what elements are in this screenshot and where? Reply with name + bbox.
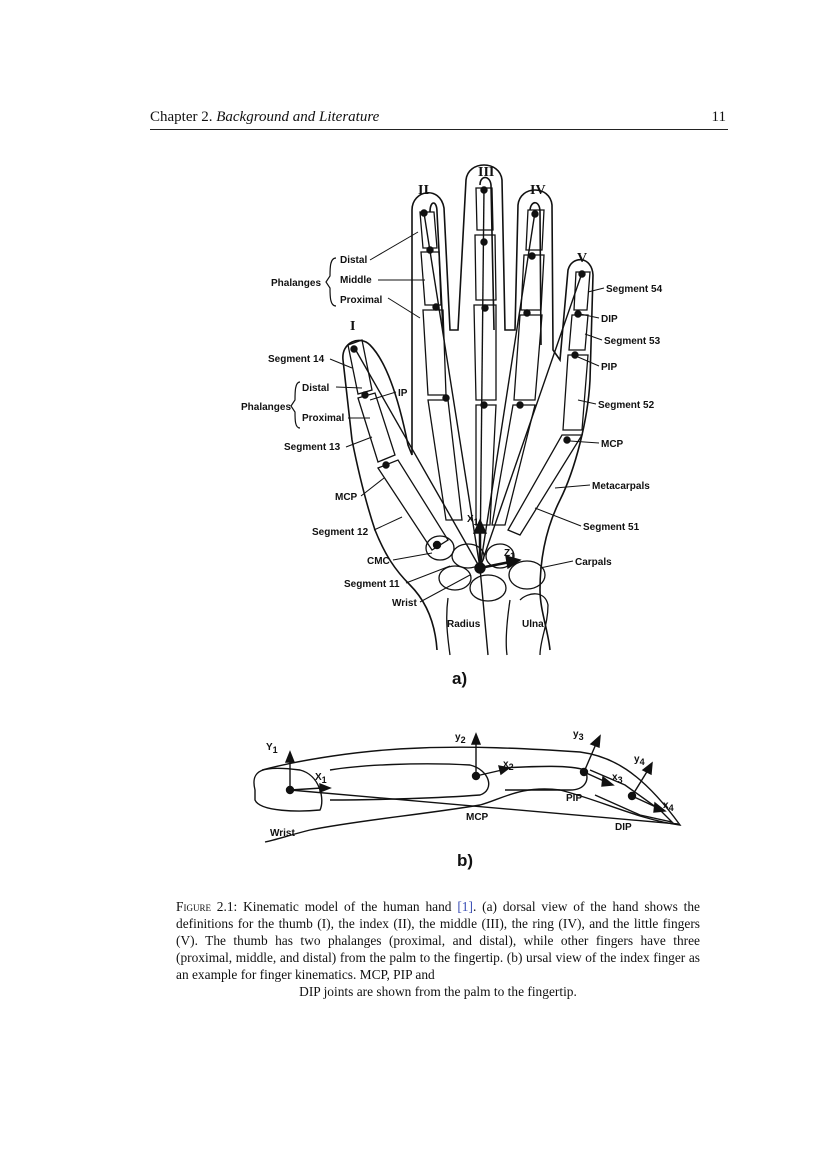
leader-segment-12 [373, 516, 403, 531]
citation-link[interactable]: [1] [457, 899, 473, 914]
leader-thumb-distal [335, 386, 363, 389]
label-ulna: Ulna [522, 619, 544, 630]
label-z1-axis: Z1 [504, 548, 515, 561]
panel-a-label: a) [452, 669, 467, 688]
finger-label-i: I [350, 319, 355, 334]
label-y1-axis: Y1 [266, 742, 278, 755]
leader-carpals [539, 560, 574, 569]
header-rule [150, 129, 728, 130]
leader-metacarpals [554, 484, 591, 489]
finger-label-iii: III [478, 165, 494, 180]
caption-text-rest: . (a) dorsal view of the hand shows the … [176, 899, 700, 982]
label-segment-51: Segment 51 [583, 522, 640, 533]
label-segment-13: Segment 13 [284, 442, 341, 453]
figure-caption: Figure 2.1: Kinematic model of the human… [176, 898, 700, 1000]
label-radius: Radius [447, 619, 481, 630]
label-y2-axis: y2 [455, 732, 466, 745]
label-x1-axis-b: X1 [315, 772, 327, 785]
panel-a-labels: II III IV V I Distal Middle Proximal Pha… [241, 165, 663, 688]
leader-ip [369, 391, 397, 401]
label-phalanges: Phalanges [271, 278, 321, 289]
label-segment-12: Segment 12 [312, 527, 369, 538]
leader-mcp-right [569, 440, 600, 444]
leader-pip [577, 356, 600, 367]
caption-label: Figure 2.1: [176, 899, 238, 914]
label-middle: Middle [340, 275, 372, 286]
label-x2-axis: x2 [503, 759, 514, 772]
leader-segment-13 [345, 436, 373, 448]
label-proximal: Proximal [340, 295, 382, 306]
leader-segment-52 [577, 399, 597, 405]
label-pip: PIP [601, 362, 617, 373]
chapter-heading: Chapter 2. Background and Literature [150, 109, 379, 126]
label-mcp-thumb: MCP [335, 492, 358, 503]
label-mcp-right: MCP [601, 439, 624, 450]
running-header: Chapter 2. Background and Literature 11 [150, 109, 728, 131]
label-distal: Distal [340, 255, 367, 266]
label-cmc: CMC [367, 556, 390, 567]
leader-segment-11 [405, 565, 451, 584]
label-y4-axis: y4 [634, 754, 645, 767]
leader-dip [579, 313, 600, 319]
label-carpals: Carpals [575, 557, 612, 568]
label-pip-b: PIP [566, 793, 582, 804]
label-segment-11: Segment 11 [344, 579, 400, 590]
panel-b-labels: Y1 X1 y2 x2 y3 x3 y4 x4 Wrist MCP PIP DI… [266, 729, 674, 870]
label-segment-53: Segment 53 [604, 336, 661, 347]
label-x4-axis: x4 [663, 800, 674, 813]
thumb-phalanges-brace [290, 381, 301, 429]
label-x3-axis: x3 [612, 772, 623, 785]
leader-segment-14 [329, 358, 353, 369]
page-number: 11 [711, 109, 726, 125]
label-wrist: Wrist [392, 598, 417, 609]
leader-segment-51 [534, 507, 582, 527]
caption-text-start: Kinematic model of the human hand [243, 899, 458, 914]
leader-cmc [392, 552, 433, 561]
hand-outline [342, 164, 594, 651]
label-segment-54: Segment 54 [606, 284, 663, 295]
label-dip: DIP [601, 314, 618, 325]
label-metacarpals: Metacarpals [592, 481, 650, 492]
label-y3-axis: y3 [573, 729, 584, 742]
leader-mcp-thumb [360, 477, 385, 497]
chapter-title: Background and Literature [216, 109, 380, 125]
leader-proximal [387, 297, 421, 319]
label-thumb-proximal: Proximal [302, 413, 344, 424]
label-ip: IP [398, 388, 408, 399]
panel-b-axes [284, 732, 679, 825]
label-mcp-b: MCP [466, 812, 489, 823]
leader-segment-53 [584, 333, 603, 341]
label-dip-b: DIP [615, 822, 632, 833]
finger-label-v: V [577, 251, 587, 266]
finger-label-iv: IV [530, 183, 546, 198]
chapter-number: Chapter 2. [150, 109, 213, 125]
label-thumb-distal: Distal [302, 383, 329, 394]
panel-b-label: b) [457, 851, 473, 870]
label-thumb-phalanges: Phalanges [241, 402, 291, 413]
phalanges-brace [325, 257, 337, 307]
caption-last-line: DIP joints are shown from the palm to th… [299, 984, 577, 999]
leader-segment-54 [587, 287, 605, 293]
label-wrist-b: Wrist [270, 828, 295, 839]
leader-distal [369, 231, 419, 261]
leader-wrist [419, 574, 471, 603]
label-segment-52: Segment 52 [598, 400, 655, 411]
label-segment-14: Segment 14 [268, 354, 325, 365]
kinematic-chains [350, 186, 586, 656]
label-x1-axis: X1 [467, 514, 479, 527]
finger-label-ii: II [418, 183, 429, 198]
